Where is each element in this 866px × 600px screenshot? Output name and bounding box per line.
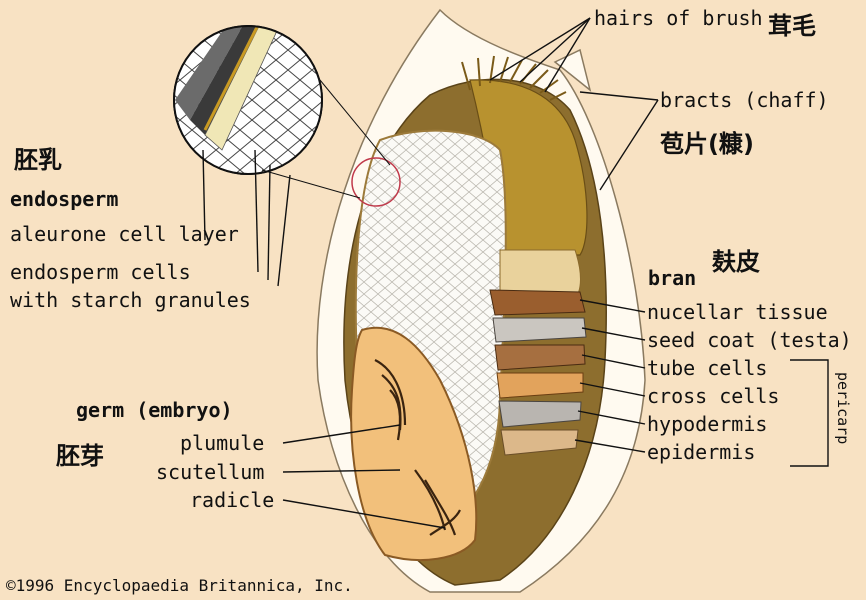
- label-plumule: plumule: [180, 431, 265, 455]
- label-aleurone: aleurone cell layer: [10, 222, 239, 246]
- label-germ-zh: 胚芽: [56, 442, 104, 470]
- label-tube-cells: tube cells: [647, 356, 768, 380]
- label-epidermis: epidermis: [647, 440, 756, 464]
- leader-lines: [202, 17, 829, 529]
- label-hairs-of-brush: hairs of brush: [594, 6, 763, 30]
- label-bran: bran: [648, 266, 697, 290]
- label-bracts: bracts (chaff): [660, 88, 829, 112]
- germ-folds: [374, 359, 461, 536]
- label-hairs-of-brush-zh: 茸毛: [768, 12, 816, 40]
- label-germ: germ (embryo): [76, 398, 233, 422]
- label-seed-coat: seed coat (testa): [647, 328, 852, 352]
- copyright-notice: ©1996 Encyclopaedia Britannica, Inc.: [6, 576, 353, 595]
- label-endosperm: endosperm: [10, 187, 119, 211]
- label-nucellar-tissue: nucellar tissue: [647, 300, 828, 324]
- brush-hairs: [461, 55, 567, 101]
- label-hypodermis: hypodermis: [647, 412, 768, 436]
- label-bracts-zh: 苞片(糠): [660, 130, 754, 158]
- label-pericarp: pericarp: [834, 372, 852, 445]
- label-scutellum: scutellum: [156, 460, 265, 484]
- label-endosperm-cells-1: endosperm cells: [10, 260, 191, 284]
- zoom-inset: [173, 25, 323, 175]
- label-bran-zh: 麸皮: [712, 248, 760, 276]
- label-endosperm-cells-2: with starch granules: [10, 288, 251, 312]
- bran-layers: [489, 289, 587, 456]
- label-cross-cells: cross cells: [647, 384, 780, 408]
- label-radicle: radicle: [190, 488, 275, 512]
- zoom-source-marker: [351, 157, 401, 207]
- label-endosperm-zh: 胚乳: [14, 146, 62, 174]
- germ-region: [350, 326, 478, 561]
